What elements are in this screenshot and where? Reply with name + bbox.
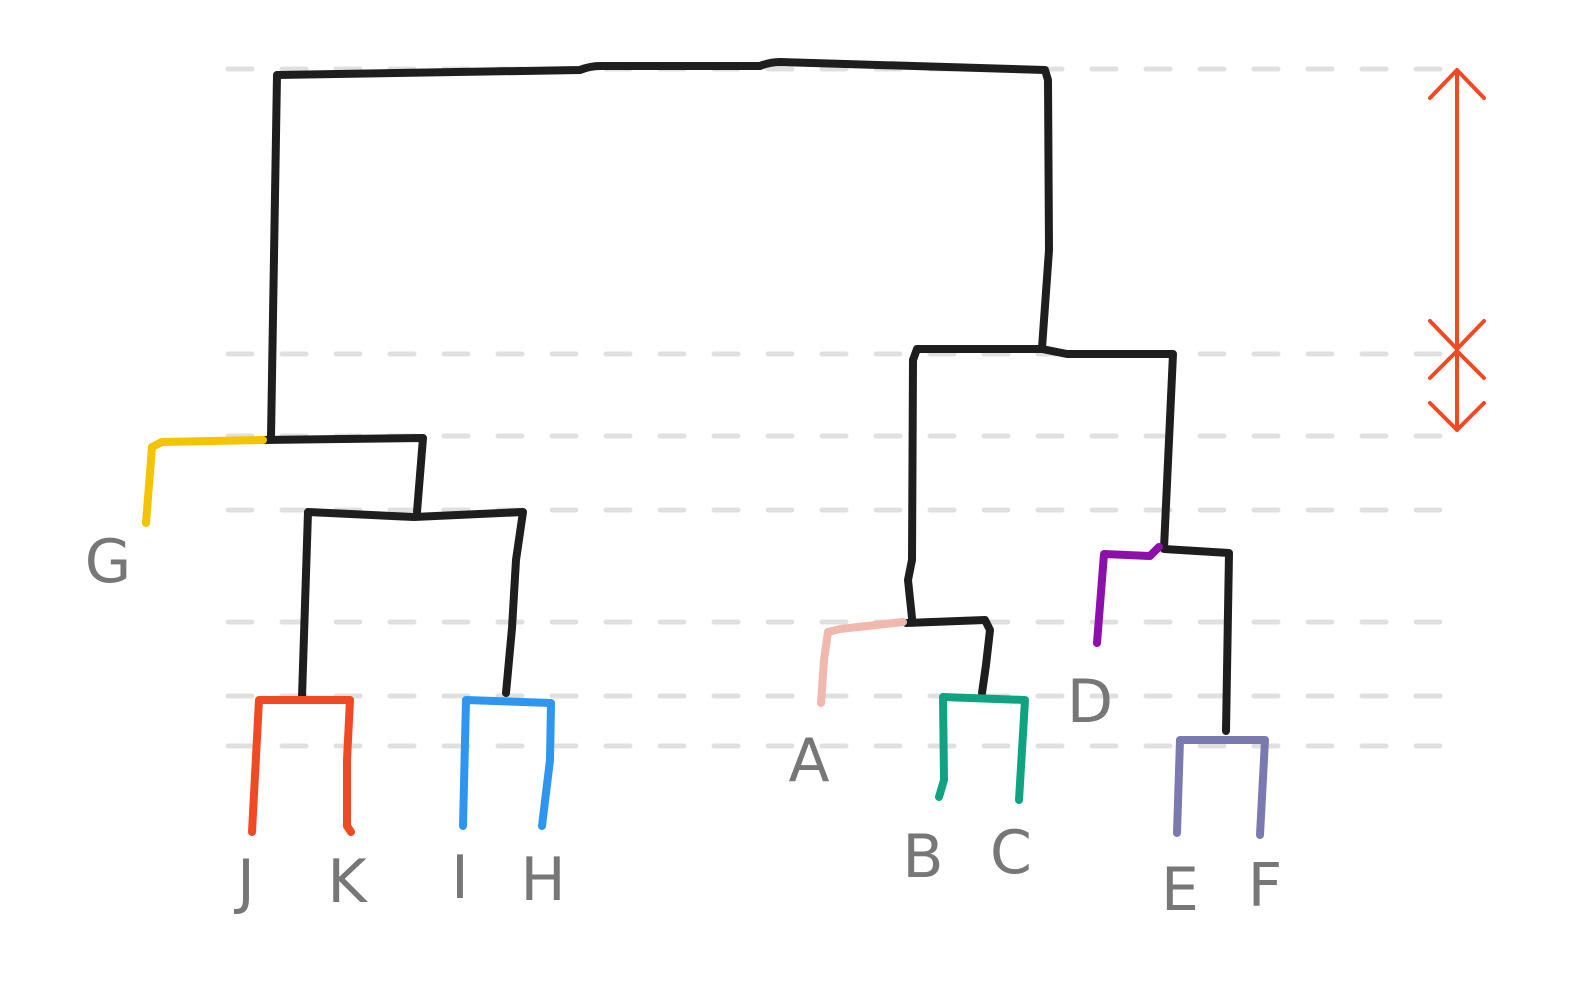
leaf-branch-d — [1093, 543, 1163, 647]
merge-hijk — [298, 508, 527, 701]
leaf-branches — [142, 436, 1269, 839]
leaf-label-e: E — [1161, 855, 1199, 925]
merge-ghijk — [258, 434, 427, 516]
gap-arrow-lower — [1428, 349, 1486, 432]
leaf-label-a: A — [788, 726, 829, 796]
leaf-branch-bc — [935, 693, 1029, 804]
leaf-branch-jk — [248, 696, 355, 836]
leaf-label-k: K — [327, 847, 368, 917]
leaf-branch-ih — [459, 696, 555, 830]
grid-lines — [225, 66, 1455, 749]
gap-arrows — [1428, 68, 1486, 432]
leaf-label-i: I — [451, 843, 469, 913]
leaf-label-g: G — [85, 527, 132, 597]
leaf-label-h: H — [520, 845, 565, 915]
root-merge — [267, 58, 1053, 441]
leaf-branch-ef — [1173, 736, 1269, 839]
leaf-label-j: J — [233, 847, 255, 917]
merge-def — [1160, 545, 1233, 735]
gap-arrow-upper — [1428, 68, 1486, 351]
leaf-label-f: F — [1248, 851, 1283, 921]
leaf-label-d: D — [1067, 667, 1113, 737]
leaf-branch-g — [142, 436, 267, 527]
merge-abcdef — [904, 345, 1177, 622]
merge-abc — [902, 616, 994, 697]
leaf-label-c: C — [990, 818, 1032, 888]
leaf-branch-a — [817, 618, 907, 707]
internal-branches — [258, 58, 1233, 735]
leaf-label-b: B — [902, 822, 943, 892]
leaf-labels: G J K I H A B C D E F — [85, 527, 1283, 925]
